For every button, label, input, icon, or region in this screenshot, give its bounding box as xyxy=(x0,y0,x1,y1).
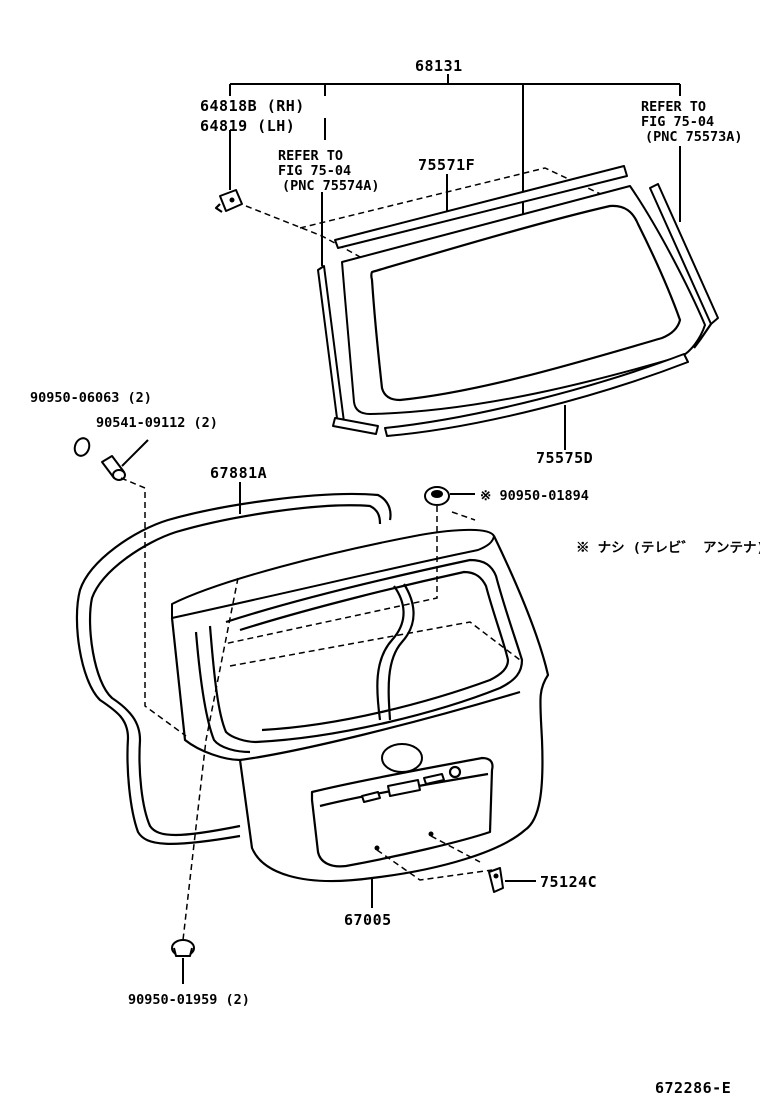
label-68131: 68131 xyxy=(415,57,463,75)
label-ref2-line2: FIG 75-04 xyxy=(641,114,714,130)
molding-75575d xyxy=(332,353,689,437)
plug-90950-06063 xyxy=(73,437,91,457)
figure-id: 672286-E xyxy=(655,1079,731,1097)
molding-75571f xyxy=(334,165,628,249)
label-75575d: 75575D xyxy=(536,449,593,467)
back-door-panel-67005 xyxy=(170,528,550,883)
plug-90950-01959 xyxy=(171,939,195,957)
label-75124c: 75124C xyxy=(540,873,597,891)
guide-clip xyxy=(245,205,363,259)
label-64819: 64819 (LH) xyxy=(200,117,295,135)
label-ref1-line1: REFER TO xyxy=(278,148,343,164)
assembly-guides xyxy=(120,477,521,941)
molding-side-right xyxy=(649,183,719,349)
weatherstrip-67881a xyxy=(75,492,392,845)
label-ref2-line1: REFER TO xyxy=(641,99,706,115)
cushion-90541-09112 xyxy=(101,455,126,481)
guide-top xyxy=(299,167,623,229)
label-antenna-note: ※ ナシ (テレビ゛ アンテナ) xyxy=(576,539,760,556)
clip-64818b xyxy=(214,189,243,213)
grommet-90950-01894 xyxy=(424,486,450,506)
label-ref2-line3: (PNC 75573A) xyxy=(645,129,743,145)
label-67881a: 67881A xyxy=(210,464,267,482)
molding-side-left xyxy=(317,265,345,427)
label-90950-01959: 90950-01959 (2) xyxy=(128,992,250,1008)
label-67005: 67005 xyxy=(344,911,392,929)
label-64818b: 64818B (RH) xyxy=(200,97,305,115)
label-ref1-line3: (PNC 75574A) xyxy=(282,178,380,194)
clip-75124c xyxy=(488,867,504,893)
label-90950-01894: ※ 90950-01894 xyxy=(480,488,589,504)
label-ref1-line2: FIG 75-04 xyxy=(278,163,351,179)
label-75571f: 75571F xyxy=(418,156,475,174)
leader-90541 xyxy=(121,439,149,467)
label-90541-09112: 90541-09112 (2) xyxy=(96,415,218,431)
label-90950-06063: 90950-06063 (2) xyxy=(30,390,152,406)
back-door-glass-68131 xyxy=(341,185,706,415)
